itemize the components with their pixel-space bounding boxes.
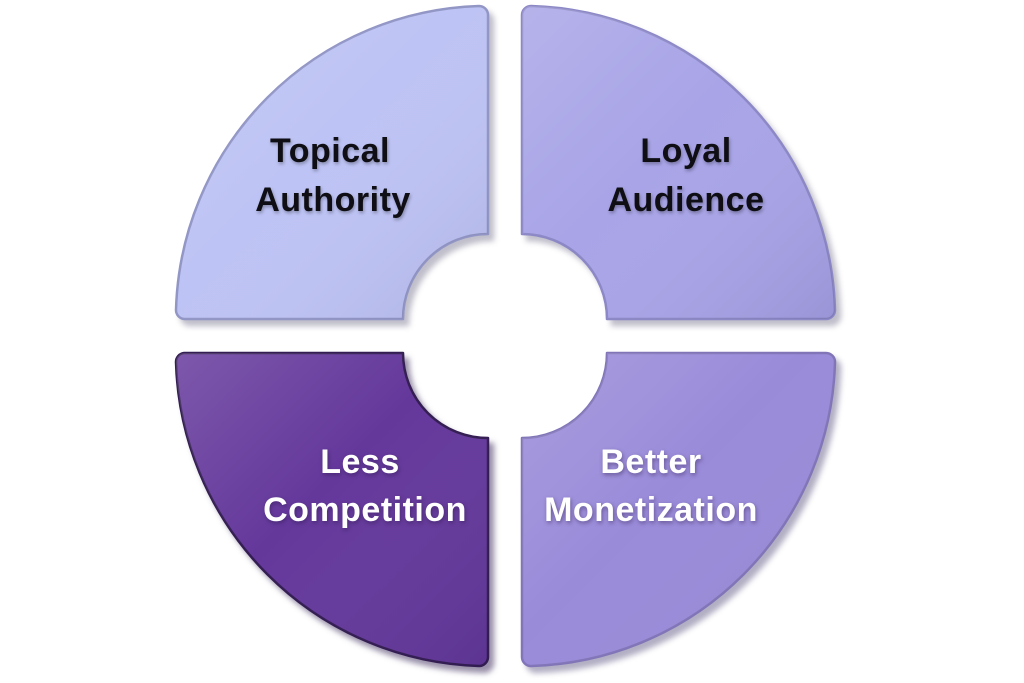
segment-label-line2: Monetization bbox=[544, 491, 758, 529]
segment-better-monetization: Better Monetization bbox=[520, 351, 837, 668]
segment-topical-authority: Topical Authority bbox=[174, 4, 490, 321]
segment-label-line2: Audience bbox=[607, 181, 764, 219]
segment-less-competition: Less Competition bbox=[174, 351, 490, 668]
segment-label-line2: Competition bbox=[263, 491, 467, 529]
segment-loyal-audience: Loyal Audience bbox=[520, 4, 837, 321]
segment-label-line2: Authority bbox=[255, 181, 411, 219]
segment-label-line1: Better bbox=[600, 443, 701, 481]
segment-label-line1: Less bbox=[320, 443, 400, 481]
segment-label-line1: Loyal bbox=[640, 132, 731, 170]
segment-label-line1: Topical bbox=[270, 132, 390, 170]
